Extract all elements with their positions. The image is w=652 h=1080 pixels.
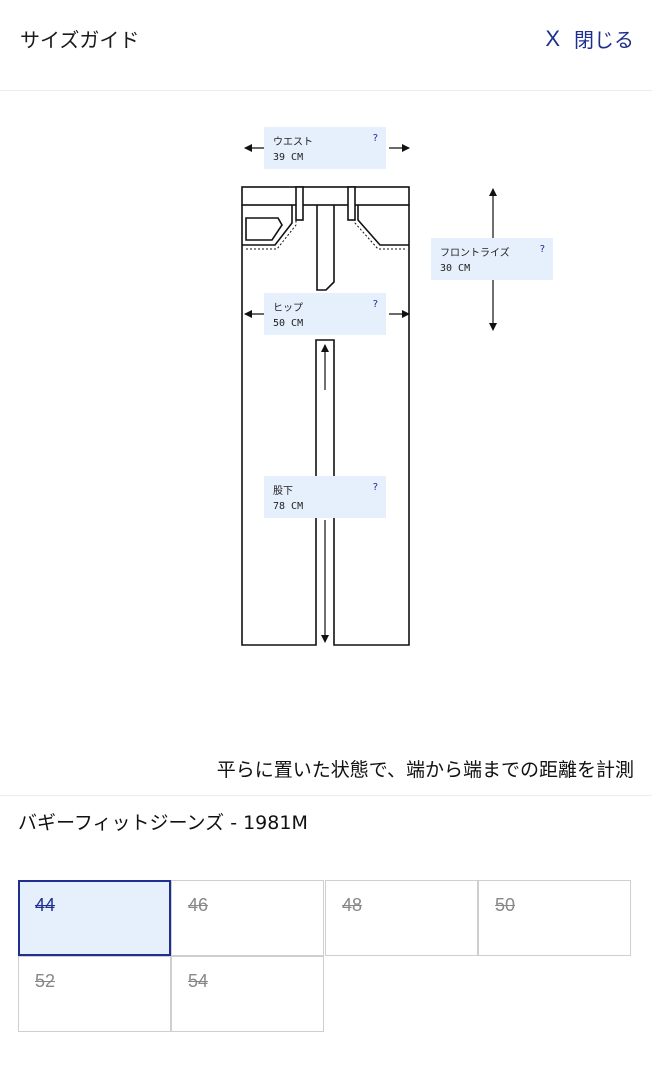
size-label: 44 bbox=[35, 895, 56, 915]
help-icon[interactable]: ? bbox=[372, 482, 378, 493]
size-option-50[interactable]: 50 bbox=[478, 880, 631, 956]
size-label: 52 bbox=[35, 971, 56, 991]
measurement-label: 股下 bbox=[273, 486, 293, 497]
size-label: 48 bbox=[342, 895, 363, 915]
close-label: 閉じる bbox=[574, 28, 634, 52]
size-label: 50 bbox=[495, 895, 516, 915]
size-label: 46 bbox=[188, 895, 209, 915]
size-option-54[interactable]: 54 bbox=[171, 956, 324, 1032]
help-icon[interactable]: ? bbox=[372, 299, 378, 310]
measurement-note: 平らに置いた状態で、端から端までの距離を計測 bbox=[216, 759, 634, 781]
measurement-value: 39 CM bbox=[273, 152, 304, 163]
help-icon[interactable]: ? bbox=[372, 133, 378, 144]
measurement-value: 78 CM bbox=[273, 501, 304, 512]
close-icon: X bbox=[545, 25, 560, 51]
measurement-label: フロントライズ bbox=[440, 248, 510, 259]
measurement-value: 30 CM bbox=[440, 263, 471, 274]
measurement-inseam: 股下 ? 78 CM bbox=[264, 476, 386, 518]
close-button[interactable]: X 閉じる bbox=[545, 24, 634, 53]
help-icon[interactable]: ? bbox=[539, 244, 545, 255]
jeans-measurement-diagram: ウエスト ? 39 CM フロントライズ ? 30 CM ヒップ ? 50 CM… bbox=[0, 90, 652, 710]
measurement-value: 50 CM bbox=[273, 318, 304, 329]
measurement-waist: ウエスト ? 39 CM bbox=[264, 127, 386, 169]
measurement-label: ウエスト bbox=[273, 137, 313, 148]
page-title: サイズガイド bbox=[20, 28, 140, 52]
measurement-label: ヒップ bbox=[273, 303, 303, 314]
measurement-hip: ヒップ ? 50 CM bbox=[264, 293, 386, 335]
size-option-48[interactable]: 48 bbox=[325, 880, 478, 956]
divider bbox=[0, 795, 652, 796]
size-option-46[interactable]: 46 bbox=[171, 880, 324, 956]
header: サイズガイド X 閉じる bbox=[0, 0, 652, 91]
product-name: バギーフィットジーンズ - 1981M bbox=[18, 812, 308, 834]
jeans-outline-illustration bbox=[241, 144, 497, 646]
size-option-44[interactable]: 44 bbox=[18, 880, 171, 956]
size-label: 54 bbox=[188, 971, 209, 991]
size-option-52[interactable]: 52 bbox=[18, 956, 171, 1032]
measurement-front-rise: フロントライズ ? 30 CM bbox=[431, 238, 553, 280]
